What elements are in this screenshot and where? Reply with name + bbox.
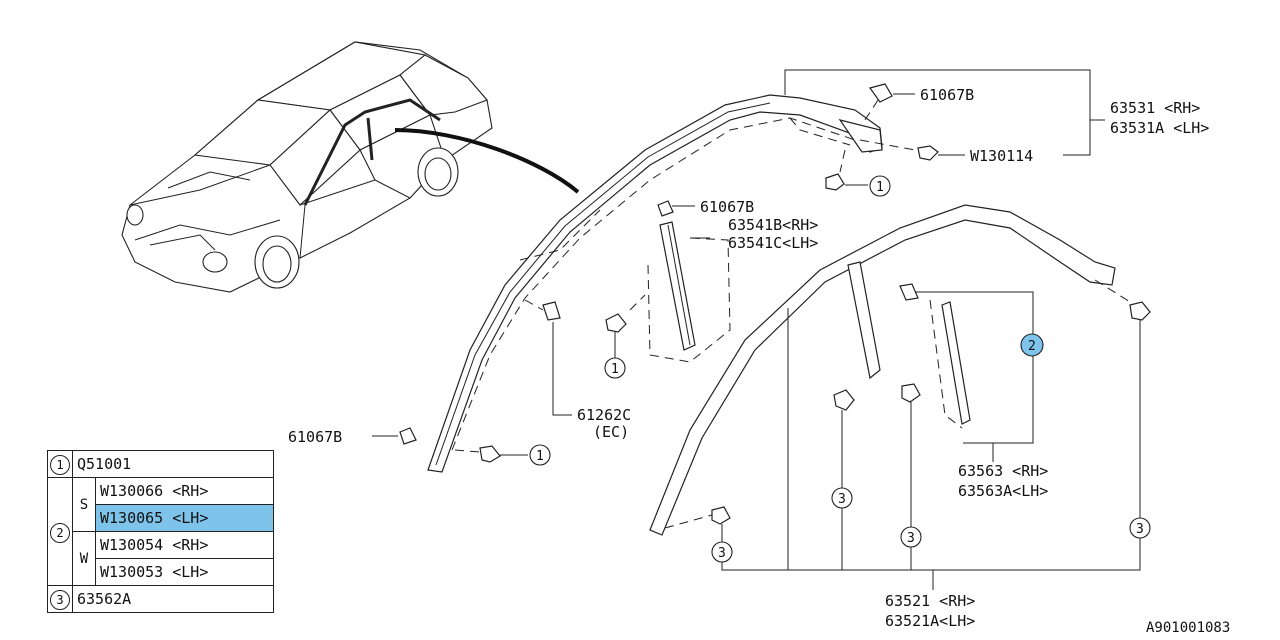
legend-row-2b: W130065 <LH>	[48, 504, 274, 532]
bolt-upper: W130114	[859, 139, 1033, 165]
svg-text:1: 1	[536, 449, 544, 464]
legend-num-3: 3	[50, 590, 70, 610]
bolt-upper-label: W130114	[970, 147, 1033, 165]
legend-row-1: 1 Q51001	[47, 450, 274, 478]
legend-s-item-lh[interactable]: W130065 <LH>	[95, 504, 274, 532]
door-weatherstrip-part	[649, 204, 1136, 536]
clip-upper: 61067B	[864, 83, 974, 121]
pillar-rh-label: 63541B<RH>	[728, 216, 818, 234]
clip-upper-label: 61067B	[920, 86, 974, 104]
roof-molding-part	[427, 94, 883, 473]
legend-part-1: Q51001	[72, 450, 274, 478]
legend-part-3: 63562A	[72, 585, 274, 613]
molding-rh-label: 63531 <RH>	[1110, 99, 1200, 117]
molding-callout: 63531 <RH> 63531A <LH>	[784, 69, 1209, 156]
legend-row-3: 3 63562A	[47, 585, 274, 613]
parts-legend-table: 1 Q51001 2 S W130066 <RH> W130065 <LH> W…	[47, 450, 274, 613]
pillar-garnish-part: 61067B 63541B<RH> 63541C<LH>	[647, 198, 818, 363]
molding-lh-label: 63531A <LH>	[1110, 119, 1209, 137]
legend-row-2d: W130053 <LH>	[48, 558, 274, 586]
screw-1-mid: 1	[604, 294, 646, 379]
legend-s-item-rh[interactable]: W130066 <RH>	[95, 477, 274, 505]
clip-ec: 61262C (EC)	[524, 299, 631, 441]
seal-lh-label: 63563A<LH>	[958, 482, 1048, 500]
diagram-code: A901001083	[1146, 620, 1231, 636]
car-illustration	[121, 41, 580, 293]
svg-text:3: 3	[718, 546, 726, 561]
svg-text:3: 3	[1136, 522, 1144, 537]
clip-ec-note: (EC)	[593, 423, 629, 441]
legend-num-1: 1	[50, 455, 70, 475]
screw-1-upper: 1	[825, 149, 891, 197]
legend-row-2c: W W130054 <RH>	[48, 531, 274, 586]
svg-text:1: 1	[611, 362, 619, 377]
legend-w-label: W	[72, 531, 96, 586]
svg-text:1: 1	[876, 180, 884, 195]
clips-3: 3 3 3 3 63521 <RH> 63521A<LH>	[711, 301, 1151, 630]
svg-text:2: 2	[1028, 339, 1036, 354]
legend-w-item-lh[interactable]: W130053 <LH>	[95, 558, 274, 586]
svg-text:3: 3	[838, 492, 846, 507]
clip-left-label: 61067B	[288, 428, 342, 446]
legend-num-2: 2	[50, 522, 70, 543]
weather-lh-label: 63521A<LH>	[885, 612, 975, 630]
clip-mid-label: 61067B	[700, 198, 754, 216]
clip-ec-label: 61262C	[577, 406, 631, 424]
legend-row-2a: 2 S W130066 <RH>	[47, 477, 274, 586]
seal-part: 2 63563 <RH> 63563A<LH>	[899, 283, 1048, 500]
legend-s-label: S	[72, 477, 96, 532]
seal-rh-label: 63563 <RH>	[958, 462, 1048, 480]
weather-rh-label: 63521 <RH>	[885, 592, 975, 610]
legend-w-item-rh[interactable]: W130054 <RH>	[95, 531, 274, 559]
svg-text:3: 3	[907, 531, 915, 546]
clip-left: 61067B 1	[288, 427, 551, 466]
pillar-lh-label: 63541C<LH>	[728, 234, 818, 252]
